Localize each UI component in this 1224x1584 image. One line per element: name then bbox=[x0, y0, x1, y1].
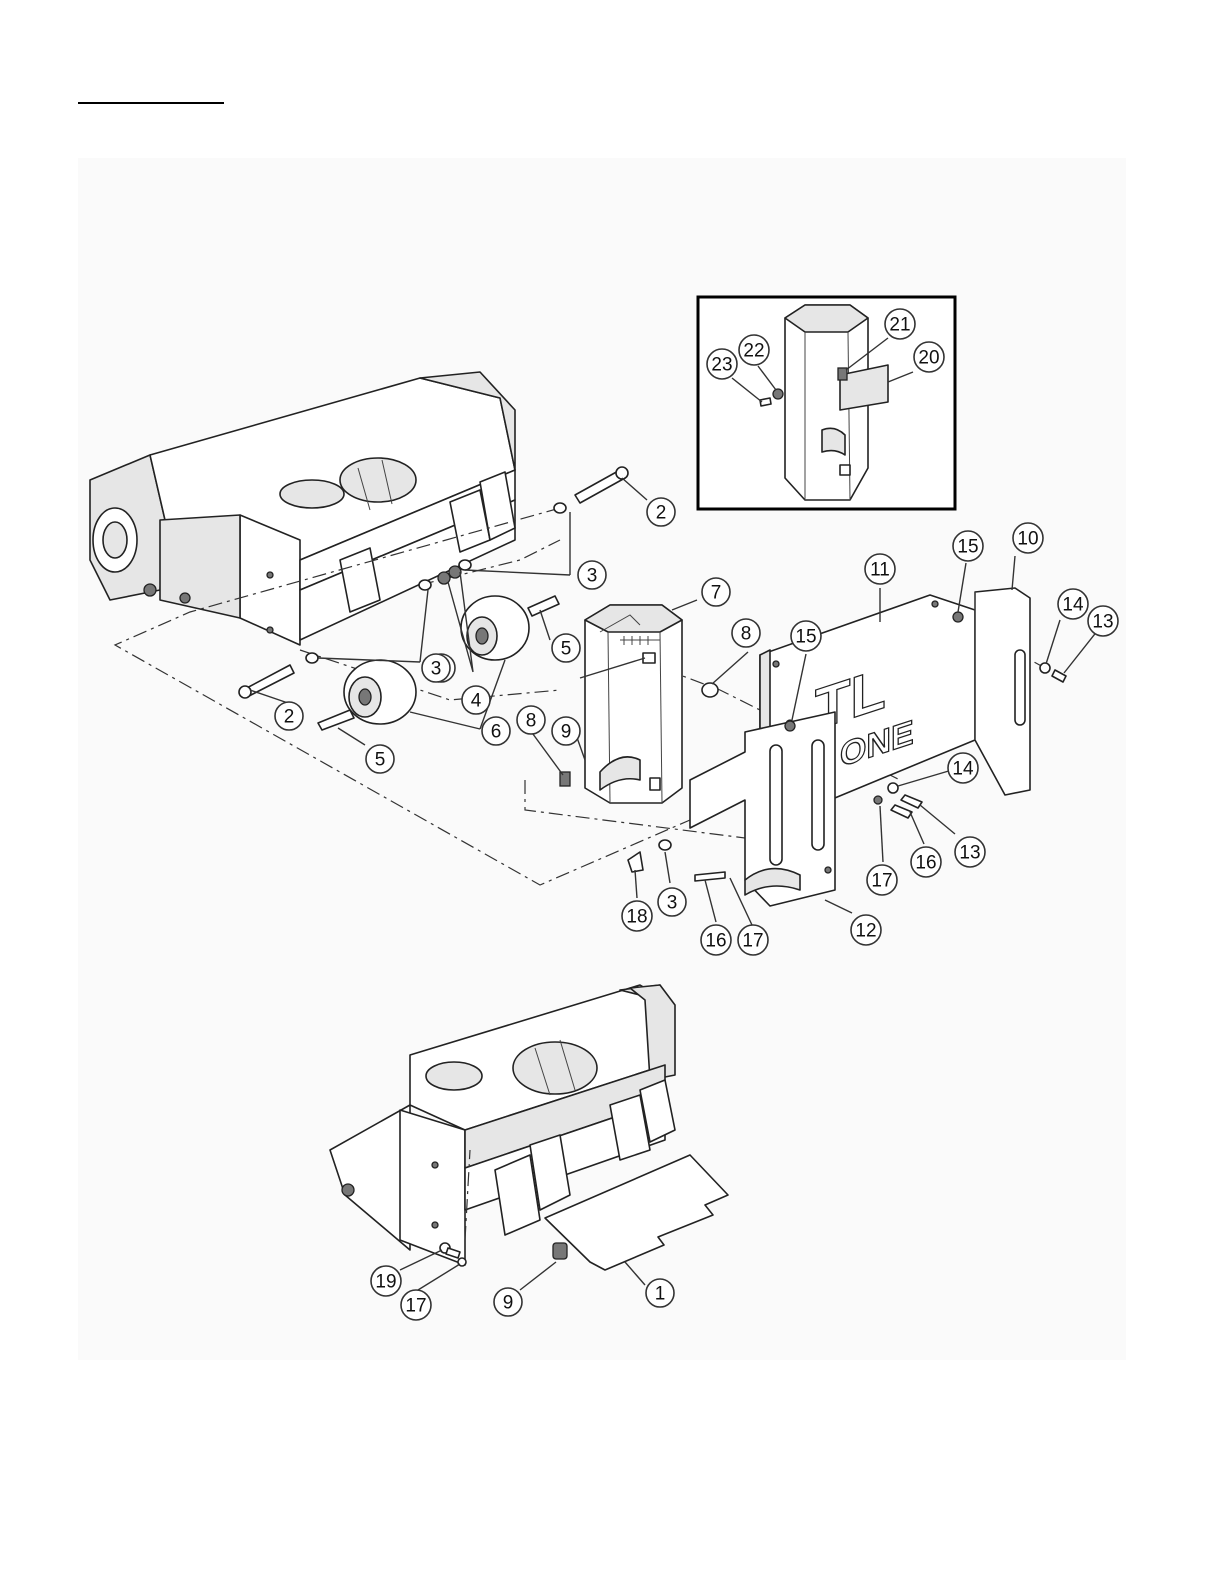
callout-13b: 13 bbox=[955, 837, 985, 867]
callout-number: 9 bbox=[561, 722, 572, 743]
callout-21: 21 bbox=[885, 309, 915, 339]
callout-number: 9 bbox=[503, 1293, 514, 1314]
callout-3c: 3 bbox=[422, 654, 450, 682]
callout-number: 2 bbox=[656, 503, 667, 524]
callout-number: 3 bbox=[667, 893, 678, 914]
upper-frame bbox=[90, 372, 515, 645]
callout-3d: 3 bbox=[658, 888, 686, 916]
callout-number: 17 bbox=[871, 871, 892, 892]
callout-number: 13 bbox=[1092, 612, 1113, 633]
callout-17c: 17 bbox=[401, 1290, 431, 1320]
inset-detail bbox=[698, 297, 955, 509]
callout-14b: 14 bbox=[948, 753, 978, 783]
callout-10: 10 bbox=[1013, 523, 1043, 553]
column-cover bbox=[560, 605, 718, 803]
callout-8a: 8 bbox=[732, 619, 760, 647]
callout-number: 19 bbox=[375, 1272, 396, 1293]
callout-16b: 16 bbox=[701, 925, 731, 955]
callout-number: 8 bbox=[741, 624, 752, 645]
callout-15a: 15 bbox=[953, 531, 983, 561]
callout-22: 22 bbox=[739, 335, 769, 365]
callout-14a: 14 bbox=[1058, 589, 1088, 619]
callout-number: 20 bbox=[918, 348, 939, 369]
callout-number: 4 bbox=[471, 691, 482, 712]
callout-number: 8 bbox=[526, 711, 537, 732]
callout-17a: 17 bbox=[867, 865, 897, 895]
callout-11: 11 bbox=[865, 554, 895, 584]
callout-number: 14 bbox=[1062, 595, 1084, 616]
callout-5a: 5 bbox=[552, 634, 580, 662]
callout-5b: 5 bbox=[366, 745, 394, 773]
callout-20: 20 bbox=[914, 342, 944, 372]
callout-16a: 16 bbox=[911, 847, 941, 877]
callout-number: 11 bbox=[870, 560, 890, 581]
callout-number: 15 bbox=[957, 537, 978, 558]
callout-9b: 9 bbox=[494, 1288, 522, 1316]
callout-number: 21 bbox=[889, 315, 910, 336]
callout-number: 12 bbox=[855, 921, 876, 942]
callout-number: 17 bbox=[405, 1296, 426, 1317]
callout-15b: 15 bbox=[791, 621, 821, 651]
callout-number: 22 bbox=[743, 341, 764, 362]
callout-number: 1 bbox=[655, 1284, 666, 1305]
side-bracket bbox=[975, 588, 1030, 795]
callout-number: 23 bbox=[711, 355, 732, 376]
callout-4: 4 bbox=[462, 686, 490, 714]
callout-1: 1 bbox=[646, 1279, 674, 1307]
callout-number: 6 bbox=[491, 722, 502, 743]
callout-13a: 13 bbox=[1088, 606, 1118, 636]
callout-17b: 17 bbox=[738, 925, 768, 955]
callout-number: 3 bbox=[431, 659, 442, 680]
callout-number: 16 bbox=[915, 853, 936, 874]
callout-6: 6 bbox=[482, 717, 510, 745]
callout-2a: 2 bbox=[647, 498, 675, 526]
callout-7: 7 bbox=[702, 578, 730, 606]
callout-18: 18 bbox=[622, 901, 652, 931]
callout-number: 7 bbox=[711, 583, 722, 604]
callout-number: 5 bbox=[375, 750, 386, 771]
callout-9a: 9 bbox=[552, 717, 580, 745]
callout-number: 15 bbox=[795, 627, 816, 648]
callout-number: 13 bbox=[959, 843, 980, 864]
callout-number: 5 bbox=[561, 639, 572, 660]
callout-8b: 8 bbox=[517, 706, 545, 734]
callout-2b: 2 bbox=[275, 702, 303, 730]
callout-number: 16 bbox=[705, 931, 726, 952]
callout-12: 12 bbox=[851, 915, 881, 945]
callout-number: 2 bbox=[284, 707, 295, 728]
callout-number: 3 bbox=[587, 566, 598, 587]
callout-number: 17 bbox=[742, 931, 763, 952]
callout-19: 19 bbox=[371, 1266, 401, 1296]
callout-number: 10 bbox=[1017, 529, 1038, 550]
callout-number: 14 bbox=[952, 759, 974, 780]
callout-23: 23 bbox=[707, 349, 737, 379]
callout-3a: 3 bbox=[578, 561, 606, 589]
callout-number: 18 bbox=[626, 907, 647, 928]
